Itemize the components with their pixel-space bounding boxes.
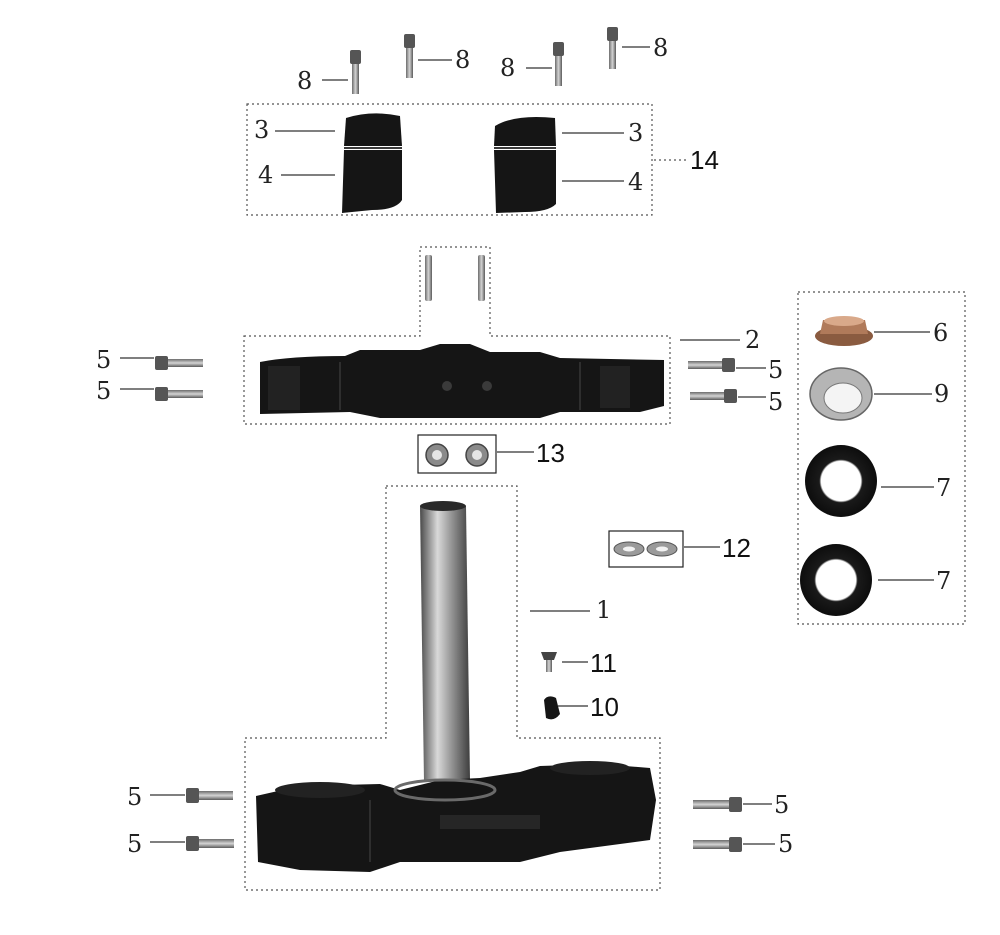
label-5-ul2: 5 (96, 377, 111, 405)
bolt-8-b (404, 34, 415, 78)
bolt-8-d (607, 27, 618, 69)
label-5-ll1: 5 (127, 783, 142, 811)
label-5-ul1: 5 (96, 346, 111, 374)
bolt-5-upper-left-2 (155, 387, 203, 401)
steering-stem (420, 501, 470, 782)
upper-crown (260, 344, 664, 418)
upper-crown-studs (425, 255, 485, 301)
nuts-13-box (417, 434, 497, 474)
bolt-8-a (350, 50, 361, 94)
label-8-a: 8 (297, 67, 312, 95)
bolt-5-upper-right-1 (688, 358, 735, 372)
label-8-c: 8 (500, 54, 515, 82)
label-5-lr1: 5 (774, 791, 789, 819)
label-7-a: 7 (936, 474, 951, 502)
label-6: 6 (933, 319, 948, 347)
clamp-right (494, 117, 556, 213)
bolt-5-lower-right-1 (693, 797, 742, 812)
clamp-set-box (246, 103, 653, 216)
bolt-5-lower-left-2 (186, 836, 234, 851)
label-10: 10 (590, 692, 619, 722)
bolt-5-upper-right-2 (690, 389, 737, 403)
label-13: 13 (536, 438, 565, 468)
nut-13-b (465, 443, 489, 467)
label-5-ur2: 5 (768, 388, 783, 416)
label-1: 1 (596, 596, 611, 624)
label-8-b: 8 (455, 46, 470, 74)
bearing-set-box (797, 291, 966, 625)
washer-12-a (613, 541, 645, 557)
clamp-left (342, 113, 402, 213)
lower-crown (256, 761, 656, 872)
label-5-lr2: 5 (778, 830, 793, 858)
bearing-7-a (805, 445, 877, 517)
nut-6 (815, 316, 873, 346)
label-5-ur1: 5 (768, 356, 783, 384)
label-14: 14 (690, 145, 719, 175)
bolt-11 (541, 652, 557, 672)
bolt-8-c (553, 42, 564, 86)
washer-12-b (646, 541, 678, 557)
nut-13-a (425, 443, 449, 467)
label-8-d: 8 (653, 34, 668, 62)
bolt-5-lower-left-1 (186, 788, 233, 803)
label-4-right: 4 (628, 168, 643, 196)
label-11: 11 (590, 648, 617, 678)
washer-9 (809, 367, 873, 421)
label-3-right: 3 (628, 119, 643, 147)
label-3-left: 3 (254, 116, 269, 144)
label-9: 9 (934, 380, 949, 408)
bolt-5-upper-left-1 (155, 356, 203, 370)
label-4-left: 4 (258, 161, 273, 189)
upper-crown-box (243, 246, 671, 425)
washers-12-box (608, 530, 684, 568)
bolt-5-lower-right-2 (693, 837, 742, 852)
plug-10 (544, 696, 560, 720)
label-2: 2 (745, 326, 760, 354)
label-12: 12 (722, 533, 751, 563)
stem-assembly-box (244, 485, 661, 891)
label-7-b: 7 (936, 567, 951, 595)
label-5-ll2: 5 (127, 830, 142, 858)
bearing-7-b (800, 544, 872, 616)
